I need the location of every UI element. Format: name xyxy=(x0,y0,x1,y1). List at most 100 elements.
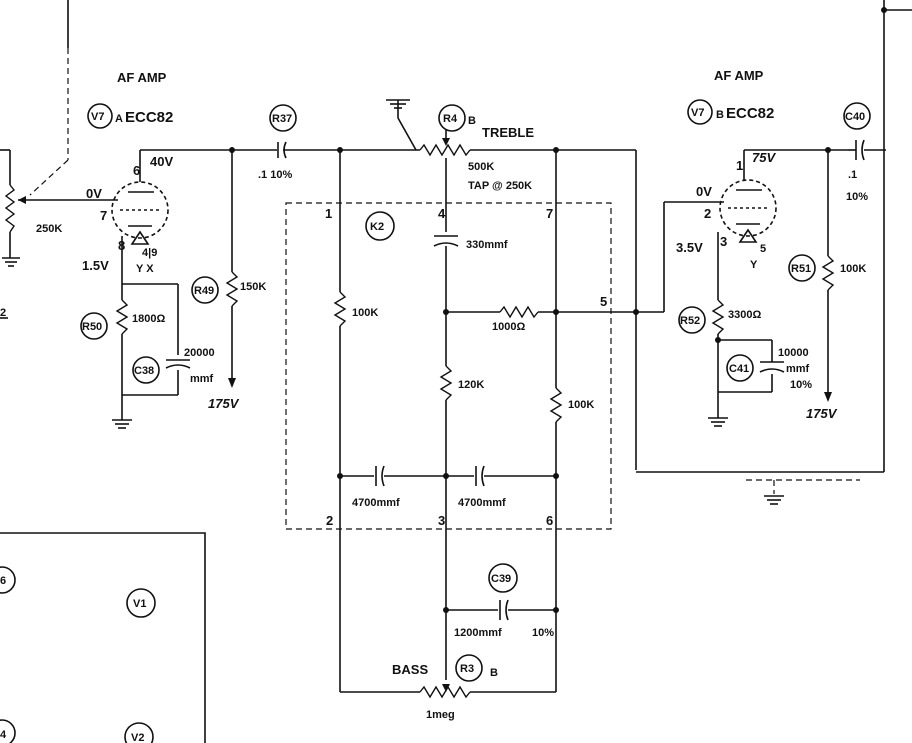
c4700-right-value: 4700mmf xyxy=(458,497,506,509)
r50-resistor xyxy=(115,299,129,335)
right-tube-ref-badge xyxy=(687,99,713,125)
ground-symbol-bottom-right xyxy=(764,495,784,505)
r52-ref: R52 xyxy=(680,315,700,327)
ground-symbol-left xyxy=(2,257,20,267)
r-1000-resistor xyxy=(499,305,539,319)
c41-value3: 10% xyxy=(790,379,812,391)
k2-pin1: 1 xyxy=(325,206,332,221)
k2-boundary xyxy=(285,202,612,530)
r49-resistor xyxy=(225,271,239,307)
right-stage: 0V 2 AF AMP V7 B ECC82 1 75V 3 5 Y 3.5V xyxy=(633,0,912,505)
r49-supply: 175V xyxy=(208,396,240,411)
c41-badge xyxy=(726,354,754,382)
r51-badge xyxy=(788,254,816,282)
c41-value2: mmf xyxy=(786,363,810,375)
c39-ref: C39 xyxy=(491,573,511,585)
c39-badge xyxy=(488,563,518,593)
r4-treble-pot xyxy=(419,143,471,157)
c40-ref: C40 xyxy=(845,111,865,123)
r50-ref: R50 xyxy=(82,321,102,333)
r-100k-right-resistor xyxy=(549,387,563,423)
c40-value2: 10% xyxy=(846,191,868,203)
edge-badge-bottom-label: 4 xyxy=(0,729,7,741)
r4-name: TREBLE xyxy=(482,125,534,140)
r-100k-left-value: 100K xyxy=(352,307,378,319)
r4-badge xyxy=(438,104,466,132)
right-cathode-voltage: 3.5V xyxy=(676,240,703,255)
left-tube-ref: V7 xyxy=(91,111,104,123)
r3-name: BASS xyxy=(392,662,428,677)
c330-value: 330mmf xyxy=(466,239,508,251)
r3-badge xyxy=(455,654,483,682)
r51-resistor xyxy=(821,255,835,291)
right-heater-y: Y xyxy=(750,259,758,271)
ground-symbol-cathode-left xyxy=(112,419,132,429)
r4-ref: R4 xyxy=(443,113,458,125)
edge-badge-bottom xyxy=(0,719,16,743)
right-stage-title: AF AMP xyxy=(714,68,764,83)
left-tube-ref-badge xyxy=(87,103,113,129)
pot-value-label: 250K xyxy=(36,223,62,235)
r37-ref: R37 xyxy=(272,113,292,125)
r37-badge xyxy=(269,104,297,132)
k2-pin4: 4 xyxy=(438,206,446,221)
c40-badge xyxy=(843,102,871,130)
c38-ref: C38 xyxy=(134,365,154,377)
left-tube-type: ECC82 xyxy=(125,109,173,126)
right-tube-v7b xyxy=(719,179,777,243)
k2-pin2: 2 xyxy=(326,513,333,528)
c38-value2: mmf xyxy=(190,373,214,385)
r4-suffix: B xyxy=(468,115,476,127)
v2-label: V2 xyxy=(131,732,144,743)
right-tube-type: ECC82 xyxy=(726,105,774,122)
left-heater-pins: 4|9 xyxy=(142,247,157,259)
edge-badge-top-label: 6 xyxy=(0,575,6,587)
r3-ref: R3 xyxy=(460,663,474,675)
c38-badge xyxy=(132,356,160,384)
right-pin-cathode: 3 xyxy=(720,234,727,249)
r52-resistor xyxy=(711,299,725,335)
ground-symbol-cathode-right xyxy=(708,417,728,427)
right-tube-section: B xyxy=(716,109,724,121)
right-heater-pin: 5 xyxy=(760,243,766,255)
left-stage: 250K 2 0V 7 AF AMP V7 A ECC82 6 40V 8 4|… xyxy=(0,0,340,429)
r52-value: 3300Ω xyxy=(728,309,761,321)
r37-value: .1 10% xyxy=(258,169,292,181)
k2-pin3: 3 xyxy=(438,513,445,528)
right-pin-plate: 1 xyxy=(736,158,743,173)
left-tube-v7a xyxy=(111,181,169,245)
k2-pin6: 6 xyxy=(546,513,553,528)
r50-badge xyxy=(80,312,108,340)
pot-250k-resistor xyxy=(4,184,16,233)
right-plate-voltage: 75V xyxy=(752,150,776,165)
r-1000-value: 1000Ω xyxy=(492,321,525,333)
c39-tol: 10% xyxy=(532,627,554,639)
right-grid-voltage: 0V xyxy=(696,184,712,199)
left-heater-xy: Y X xyxy=(136,263,154,275)
c41-ref: C41 xyxy=(729,363,749,375)
r3-bass-pot xyxy=(419,685,471,699)
k2-badge xyxy=(365,211,395,241)
r52-badge xyxy=(678,306,706,334)
r-100k-right-value: 100K xyxy=(568,399,594,411)
chassis-block: 6 V1 4 V2 xyxy=(0,532,206,743)
c4700-left-value: 4700mmf xyxy=(352,497,400,509)
c40-value1: .1 xyxy=(848,169,857,181)
left-stage-title: AF AMP xyxy=(117,70,167,85)
r49-badge xyxy=(191,276,219,304)
r51-value: 100K xyxy=(840,263,866,275)
v1-badge xyxy=(126,588,156,618)
k2-pin7: 7 xyxy=(546,206,553,221)
k2-label: K2 xyxy=(370,221,384,233)
r50-value: 1800Ω xyxy=(132,313,165,325)
left-grid-voltage: 0V xyxy=(86,186,102,201)
edge-mark-label: 2 xyxy=(0,307,6,319)
left-cathode-voltage: 1.5V xyxy=(82,258,109,273)
r4-tap: TAP @ 250K xyxy=(468,180,532,192)
right-tube-ref: V7 xyxy=(691,107,704,119)
left-pin-grid: 7 xyxy=(100,208,107,223)
v2-badge xyxy=(124,722,154,743)
left-pin-plate: 6 xyxy=(133,163,140,178)
right-pin-grid: 2 xyxy=(704,206,711,221)
